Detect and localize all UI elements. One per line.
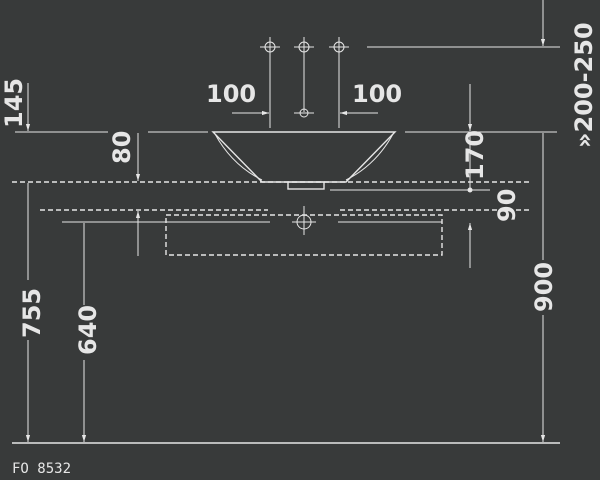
dim-tap-range: »200-250: [570, 22, 598, 148]
reference-code: FO 8532: [12, 461, 71, 477]
dim-tap-offset-left: 100: [206, 80, 256, 108]
dim-tap-height: 145: [0, 78, 28, 128]
dim-overall-height: 900: [530, 262, 558, 312]
basin-outline: [211, 131, 397, 190]
dim-tap-offset-right: 100: [352, 80, 402, 108]
rim-center-mark: [294, 108, 314, 118]
tap-left-icon: [260, 37, 280, 128]
dim-counter-height: 755: [18, 288, 46, 338]
dim-underside-height: 640: [74, 305, 102, 355]
dim-basin-height: 170: [461, 130, 489, 180]
drain-center-icon: [292, 206, 316, 235]
tap-center-icon: [294, 37, 314, 112]
dim-basin-rim: 80: [108, 131, 136, 164]
dim-drain-offset: 90: [493, 189, 521, 222]
tap-symbols: [260, 37, 560, 128]
tap-right-icon: [329, 37, 349, 128]
